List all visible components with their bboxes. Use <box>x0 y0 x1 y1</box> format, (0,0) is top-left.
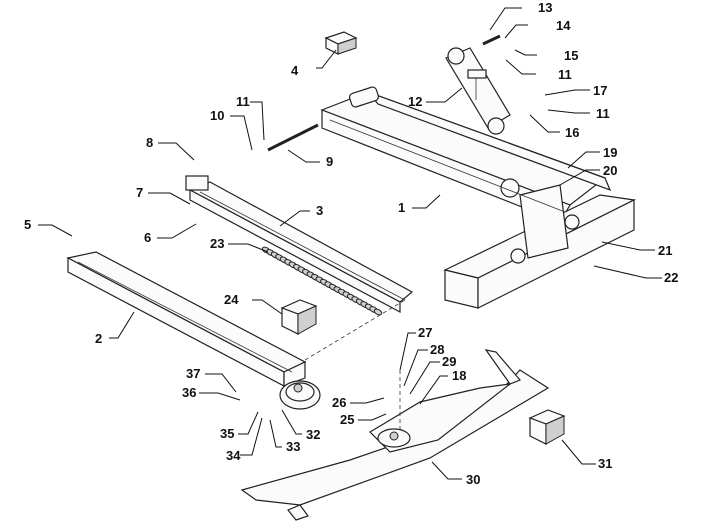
callout-13: 13 <box>538 0 552 15</box>
callout-23: 23 <box>210 236 224 251</box>
callout-14: 14 <box>556 18 571 33</box>
callout-17: 17 <box>593 83 607 98</box>
callout-21: 21 <box>658 243 672 258</box>
callout-7: 7 <box>136 185 143 200</box>
part-23-chain <box>261 246 383 316</box>
callout-11c: 11 <box>596 106 610 121</box>
callout-11b: 11 <box>558 67 572 82</box>
part-2-lift-arm <box>66 251 321 410</box>
callout-34: 34 <box>226 448 241 463</box>
callout-11a: 11 <box>236 94 250 109</box>
callout-16: 16 <box>565 125 579 140</box>
callout-9: 9 <box>326 154 333 169</box>
callout-30: 30 <box>466 472 480 487</box>
callout-10: 10 <box>210 108 224 123</box>
part-12-linkage <box>445 47 511 135</box>
callout-36: 36 <box>182 385 196 400</box>
callout-25: 25 <box>340 412 354 427</box>
callout-20: 20 <box>603 163 617 178</box>
part-31-cube <box>528 409 566 445</box>
callout-1: 1 <box>398 200 405 215</box>
callout-28: 28 <box>430 342 444 357</box>
callout-2: 2 <box>95 331 102 346</box>
part-4-block <box>324 31 358 55</box>
leader-lines <box>38 7 662 480</box>
callout-labels: 1 2 3 4 5 6 7 8 9 10 11 11 11 12 13 14 1… <box>24 0 678 487</box>
part-13-pin <box>482 34 501 46</box>
callout-19: 19 <box>603 145 617 160</box>
callout-3: 3 <box>316 203 323 218</box>
callout-6: 6 <box>144 230 151 245</box>
callout-29: 29 <box>442 354 456 369</box>
part-30-base <box>240 349 550 521</box>
callout-24: 24 <box>224 292 239 307</box>
callout-18: 18 <box>452 368 466 383</box>
part-3-inner-arm <box>185 175 414 313</box>
callout-32: 32 <box>306 427 320 442</box>
callout-5: 5 <box>24 217 31 232</box>
callout-8: 8 <box>146 135 153 150</box>
callout-15: 15 <box>564 48 578 63</box>
callout-27: 27 <box>418 325 432 340</box>
callout-4: 4 <box>291 63 299 78</box>
callout-12: 12 <box>408 94 422 109</box>
part-24-cube <box>280 299 318 335</box>
callout-35: 35 <box>220 426 234 441</box>
callout-26: 26 <box>332 395 346 410</box>
part-9-pin <box>267 123 319 152</box>
callout-31: 31 <box>598 456 612 471</box>
chain-link <box>373 308 383 316</box>
callout-33: 33 <box>286 439 300 454</box>
part-1-main-frame <box>320 86 636 309</box>
callout-37: 37 <box>186 366 200 381</box>
callout-22: 22 <box>664 270 678 285</box>
